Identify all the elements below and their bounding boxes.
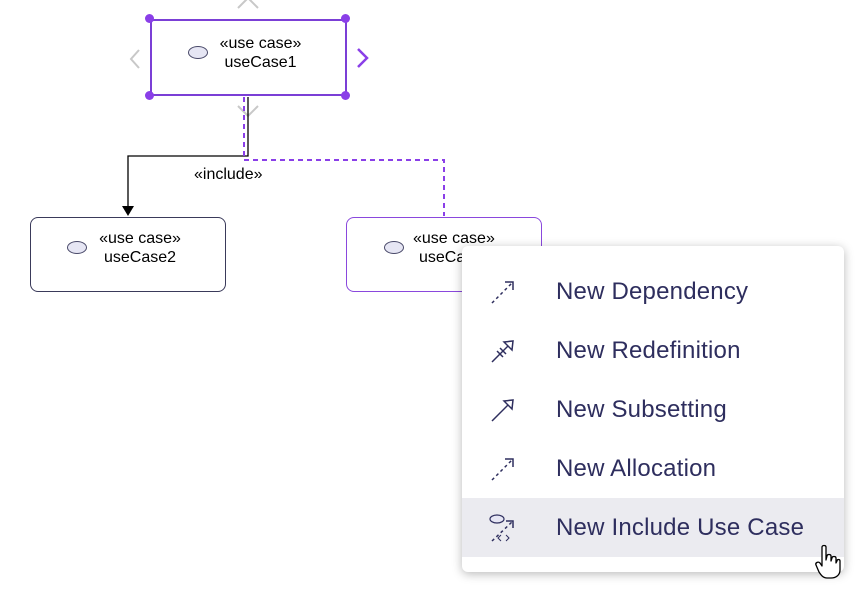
resize-handle-tr[interactable]	[341, 14, 350, 23]
stereotype-label: «use case»	[219, 35, 302, 52]
resize-handle-tl[interactable]	[145, 14, 154, 23]
hand-cursor-icon	[815, 544, 841, 579]
menu-item-label: New Redefinition	[556, 336, 741, 364]
use-case-ellipse-icon	[384, 241, 404, 254]
include-use-case-icon	[489, 514, 514, 542]
use-case-ellipse-icon	[188, 46, 208, 59]
resize-handle-br[interactable]	[341, 91, 350, 100]
menu-item-new-dependency[interactable]: New Dependency	[462, 262, 844, 321]
dependency-icon	[491, 281, 514, 304]
use-case-node-1[interactable]: «use case» useCase1	[150, 19, 347, 96]
dashed-edge	[243, 97, 445, 216]
nav-left-chevron-icon	[129, 49, 140, 69]
use-case-name: useCa	[419, 249, 466, 266]
allocation-icon	[491, 458, 514, 481]
menu-item-label: New Allocation	[556, 454, 717, 482]
menu-item-new-include-use-case[interactable]: New Include Use Case	[462, 498, 844, 557]
include-edge-arrowhead	[122, 206, 134, 216]
menu-item-new-allocation[interactable]: New Allocation	[462, 439, 844, 498]
include-edge	[127, 97, 249, 208]
menu-item-label: New Dependency	[556, 277, 749, 305]
menu-item-label: New Subsetting	[556, 395, 727, 423]
menu-item-label: New Include Use Case	[556, 513, 805, 541]
redefinition-icon	[491, 340, 514, 363]
nav-right-chevron-icon	[357, 48, 369, 68]
menu-item-new-subsetting[interactable]: New Subsetting	[462, 380, 844, 439]
use-case-name: useCase1	[224, 54, 297, 71]
stereotype-label: «use case»	[99, 230, 181, 247]
menu-item-new-redefinition[interactable]: New Redefinition	[462, 321, 844, 380]
resize-handle-bl[interactable]	[145, 91, 154, 100]
context-menu: New Dependency New Redefinition New Subs…	[462, 246, 844, 572]
use-case-node-2[interactable]: «use case» useCase2	[30, 217, 226, 292]
subsetting-icon	[491, 399, 514, 422]
stereotype-label: «use case»	[413, 230, 495, 247]
use-case-name: useCase2	[103, 249, 177, 266]
use-case-ellipse-icon	[67, 241, 87, 254]
include-edge-label: «include»	[194, 166, 263, 183]
nav-up-chevron-icon	[237, 0, 259, 9]
